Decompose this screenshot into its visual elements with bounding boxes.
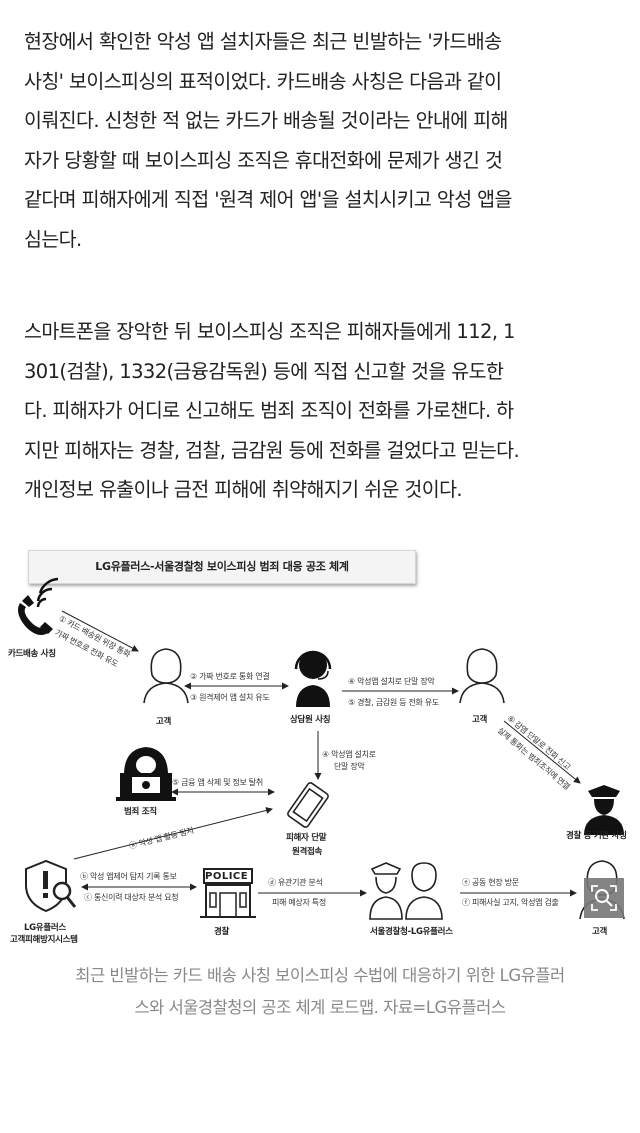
node-seoul-police-lgu: 서울경찰청-LG유플러스 [370, 927, 453, 937]
caption-line: 최근 빈발하는 카드 배송 사칭 보이스피싱 수법에 대응하기 위한 LG유플러 [75, 966, 565, 985]
node-victim-device: 피해자 단말 [286, 833, 327, 843]
node-lguplus-system: 고객피해방지시스템 [10, 935, 78, 945]
arrow-d-label-2: 피해 예상자 특정 [272, 898, 326, 907]
node-customer-1: 고객 [156, 717, 172, 727]
article-paragraph-1: 현장에서 확인한 악성 앱 설치자들은 최근 빈발하는 '카드배송 사칭' 보이… [24, 22, 624, 259]
caption-line: 스와 서울경찰청의 공조 체계 로드맵. 자료=LG유플러스 [134, 998, 506, 1017]
paragraph-line: 301(검찰), 1332(금융감독원) 등에 직접 신고할 것을 유도한 [24, 359, 504, 383]
image-zoom-button[interactable] [584, 878, 624, 918]
node-lguplus: LG유플러스 [24, 923, 66, 933]
arrow-4v-label-2: 단말 장악 [334, 762, 365, 771]
arrow-c-label: ⓒ 통신이력 대상자 분석 요청 [84, 893, 179, 902]
paragraph-line: 개인정보 유출이나 금전 피해에 취약해지기 쉬운 것이다. [24, 478, 463, 501]
paragraph-line: 심는다. [24, 227, 82, 251]
node-remote-access: 원격접속 [292, 847, 323, 857]
police-sign: POLICE [205, 871, 249, 882]
figure-caption: 최근 빈발하는 카드 배송 사칭 보이스피싱 수법에 대응하기 위한 LG유플러… [20, 960, 620, 1024]
shield-search-icon [25, 859, 77, 913]
node-customer-2: 고객 [472, 715, 488, 725]
police-officer-icon [584, 785, 624, 835]
arrow-3-label: ③ 원격제어 앱 설치 유도 [190, 693, 270, 702]
police-station-icon [200, 868, 256, 918]
paragraph-line: 사칭' 보이스피싱의 표적이었다. 카드배송 사칭은 다음과 같이 [24, 69, 502, 93]
magnifier-icon [591, 885, 617, 911]
arrow-6 [503, 720, 581, 784]
paragraph-line: 스마트폰을 장악한 뒤 보이스피싱 조직은 피해자들에게 112, 1 [24, 320, 515, 343]
node-customer-3: 고객 [592, 927, 608, 937]
arrow-4-label: ④ 악성앱 설치로 단말 장악 [348, 677, 435, 686]
arrow-4v-label-1: ④ 악성앱 설치로 [322, 750, 376, 759]
cooperation-diagram: LG유플러스-서울경찰청 보이스피싱 범죄 대응 공조 체계 [0, 535, 640, 945]
arrow-5-criminal-label: ⑤ 금융 앱 삭제 및 정보 탈취 [172, 778, 263, 787]
counselor-headset-icon [294, 650, 332, 707]
node-card-impersonator: 카드배송 사칭 [8, 649, 56, 659]
paragraph-line: 자가 당황할 때 보이스피싱 조직은 휴대전화에 문제가 생긴 것 [24, 148, 503, 172]
diagram-graphics [18, 577, 625, 920]
diagram-title: LG유플러스-서울경찰청 보이스피싱 범죄 대응 공조 체계 [28, 550, 416, 584]
phone-ringing-icon [18, 577, 59, 635]
node-criminal-org: 범죄 조직 [124, 807, 157, 817]
hacker-icon [116, 747, 176, 801]
customer-icon-2 [459, 648, 505, 704]
arrow-5-label: ⑤ 경찰, 금감원 등 전화 유도 [348, 698, 439, 707]
arrow-2-label: ② 가짜 번호로 통화 연결 [190, 672, 270, 681]
arrow-e-label: ⓔ 공동 현장 방문 [462, 878, 519, 887]
arrow-b-label: ⓑ 악성 앱제어 탐지 기록 통보 [80, 872, 177, 881]
paragraph-line: 현장에서 확인한 악성 앱 설치자들은 최근 빈발하는 '카드배송 [24, 30, 502, 53]
paragraph-line: 같다며 피해자에게 직접 '원격 제어 앱'을 설치시키고 악성 앱을 [24, 188, 512, 211]
arrow-1 [61, 610, 139, 652]
paragraph-line: 다. 피해자가 어디로 신고해도 범죄 조직이 전화를 가로챈다. 하 [24, 399, 514, 422]
arrow-a-detect [73, 807, 273, 860]
customer-icon-1 [143, 648, 189, 704]
arrow-d-label: ⓓ 유관기관 분석 [268, 878, 323, 887]
article-paragraph-2: 스마트폰을 장악한 뒤 보이스피싱 조직은 피해자들에게 112, 1 301(… [24, 312, 624, 510]
paragraph-line: 지만 피해자는 경찰, 검찰, 금감원 등에 전화를 걸었다고 믿는다. [24, 438, 520, 462]
paragraph-line: 이뤄진다. 신청한 적 없는 카드가 배송될 것이라는 안내에 피해 [24, 109, 508, 132]
arrow-f-label: ⓕ 피해사실 고지, 악성앱 검출 [462, 898, 559, 907]
officer-and-staff-icon [369, 862, 443, 920]
node-counselor-impersonator: 상담원 사칭 [290, 715, 331, 725]
node-agency-impersonator: 경찰 등 기관 사칭 [566, 831, 627, 841]
smartphone-icon [287, 782, 329, 828]
node-police: 경찰 [214, 927, 230, 937]
